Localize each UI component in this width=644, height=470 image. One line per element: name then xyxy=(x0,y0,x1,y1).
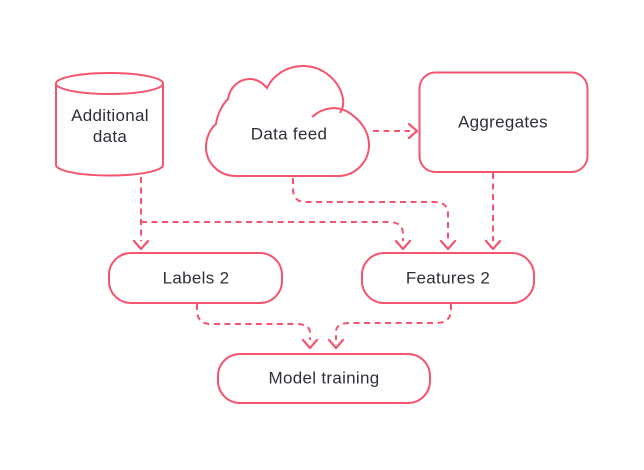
edge-data-feed-to-features-2 xyxy=(292,178,457,251)
edge-data-feed-to-aggregates xyxy=(373,122,419,140)
node-additional-data-shape xyxy=(55,72,164,177)
edge-features-2-to-model-training xyxy=(327,304,452,350)
node-label-features-2: Features 2 xyxy=(405,268,491,288)
node-data-feed-shape xyxy=(204,64,371,177)
node-label-model-training: Model training xyxy=(268,368,380,388)
node-aggregates-shape xyxy=(418,71,589,173)
node-model-training-shape xyxy=(217,353,431,404)
node-label-labels-2: Labels 2 xyxy=(162,268,230,288)
node-label-aggregates: Aggregates xyxy=(458,112,548,132)
edge-additional-data-to-features-2 xyxy=(141,221,412,251)
node-label-data-feed: Data feed xyxy=(250,124,328,144)
node-features-2-shape xyxy=(361,252,535,304)
edge-aggregates-to-features-2 xyxy=(484,173,502,251)
edge-additional-data-to-labels-2 xyxy=(132,177,150,251)
node-label-additional-data: Additional data xyxy=(71,106,149,146)
node-labels-2-shape xyxy=(108,252,283,304)
edge-labels-2-to-model-training xyxy=(196,304,319,350)
